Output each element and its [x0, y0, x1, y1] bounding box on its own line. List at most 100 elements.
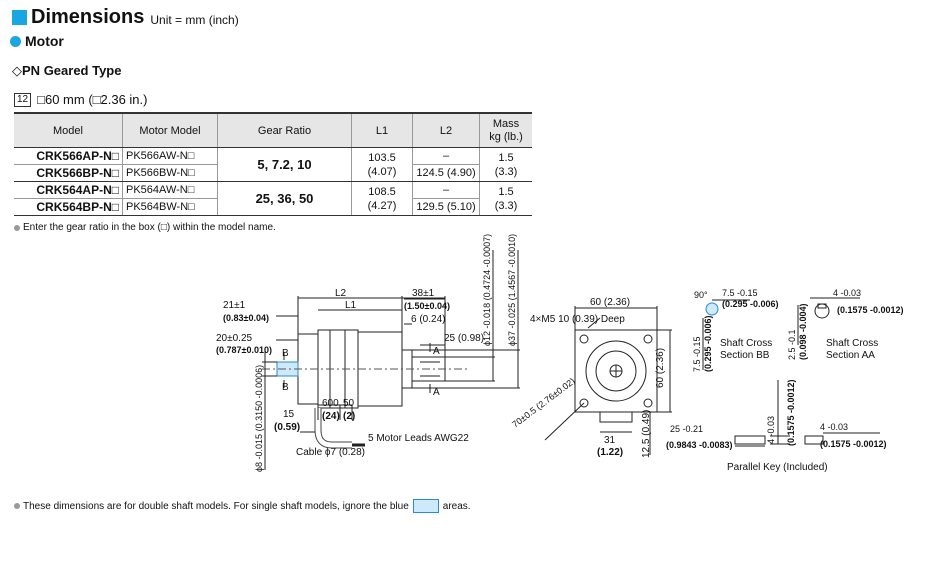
dim-20: 20±0.25	[216, 333, 253, 344]
section-square-icon	[12, 10, 27, 25]
gear-ratio-note-text: Enter the gear ratio in the box (□) with…	[23, 222, 276, 233]
dimensions-header: Dimensions Unit = mm (inch)	[12, 6, 239, 29]
dim-38: 38±1	[412, 288, 435, 299]
dim-31: 31	[604, 435, 616, 446]
table-row: CRK564AP-N□ PK564AW-N□ 25, 36, 50 108.5 …	[14, 181, 532, 216]
double-shaft-note-end: areas.	[442, 500, 471, 512]
model-cell: CRK566BP-N□	[14, 164, 123, 182]
l2-cell: 129.5 (5.10)	[412, 198, 480, 216]
table-row: CRK566AP-N□ PK566AW-N□ 5, 7.2, 10 103.5 …	[14, 147, 532, 182]
bb-width: 7.5 -0.15	[722, 288, 758, 298]
bb-height-in: (0.295 -0.006)	[703, 315, 713, 372]
col-header: Mass kg (lb.)	[479, 112, 532, 148]
table-row: CRK566BP-N□ PK566BW-N□ 124.5 (4.90)	[14, 164, 532, 182]
page-title: Dimensions	[31, 6, 145, 28]
dim-screw: 4×M5 10 (0.39) Deep	[530, 314, 625, 325]
dim-6: 6 (0.24)	[411, 314, 445, 325]
table-row: CRK564BP-N□ PK564BW-N□ 129.5 (5.10)	[14, 198, 532, 216]
motor-model-cell: PK566BW-N□	[122, 164, 218, 182]
col-header: L2	[412, 112, 480, 148]
dim-15: 15	[283, 409, 295, 420]
motor-model-cell: PK564AW-N□	[122, 181, 218, 199]
parallel-key-side	[734, 435, 766, 445]
l2-cell: 124.5 (4.90)	[412, 164, 480, 182]
label-a-top: A	[433, 346, 440, 357]
dim-front-60v: 60 (2.36)	[655, 348, 666, 388]
blue-area-swatch	[412, 499, 439, 513]
aa-width: 4 -0.03	[833, 288, 861, 298]
label-b-top: B	[282, 348, 289, 359]
label-b-bottom: B	[282, 382, 289, 393]
dim-50: 50	[343, 398, 355, 409]
aa-label-1: Shaft Cross	[826, 338, 878, 349]
gear-ratio-note: Enter the gear ratio in the box (□) with…	[14, 222, 276, 233]
cable-label: Cable ϕ7 (0.28)	[296, 447, 365, 458]
mass-cell: 1.5 (3.3)	[479, 147, 532, 182]
model-cell: CRK566AP-N□	[14, 147, 123, 165]
dim-15-in: (0.59)	[274, 422, 300, 433]
motor-model-cell: PK566AW-N□	[122, 147, 218, 165]
aa-height: 2.5 -0.1	[787, 329, 797, 360]
model-cell: CRK564AP-N□	[14, 181, 123, 199]
bb-angle: 90°	[694, 290, 708, 300]
dim-12-5: 12.5 (0.49)	[641, 410, 652, 458]
bullet-dot-icon	[10, 35, 21, 47]
dim-front-70: 70±0.5 (2.76±0.02)	[510, 376, 577, 430]
spec-table: Model Motor Model Gear Ratio L1 L2 Mass …	[14, 112, 532, 216]
col-header: L1	[351, 112, 413, 148]
motor-model-cell: PK564BW-N□	[122, 198, 218, 216]
col-header: Motor Model	[122, 112, 218, 148]
dim-50-in: (2)	[343, 411, 355, 422]
bb-width-in: (0.295 -0.006)	[722, 299, 779, 309]
gear-ratio-cell: 5, 7.2, 10	[217, 147, 352, 182]
key-label: Parallel Key (Included)	[727, 462, 828, 473]
front-pilot-circle	[585, 340, 647, 402]
section-aa-shaft	[814, 303, 830, 319]
label-a-bottom: A	[433, 387, 440, 398]
dim-21: 21±1	[223, 300, 246, 311]
dim-31-in: (1.22)	[597, 447, 623, 458]
bb-label-1: Shaft Cross	[720, 338, 772, 349]
model-cell: CRK564BP-N□	[14, 198, 123, 216]
aa-label-2: Section AA	[826, 350, 875, 361]
section-bb-shaft	[705, 302, 719, 316]
l2-cell: –	[412, 181, 480, 199]
col-header: Gear Ratio	[217, 112, 352, 148]
dim-600: 600	[322, 398, 339, 409]
dim-front-60: 60 (2.36)	[590, 297, 630, 308]
parallel-key-end	[804, 435, 824, 445]
l1-cell: 108.5 (4.27)	[351, 181, 413, 216]
unit-note: Unit = mm (inch)	[150, 13, 239, 27]
l2-cell: –	[412, 147, 480, 165]
dim-25: 25 (0.98)	[444, 333, 484, 344]
col-header: Model	[14, 112, 123, 148]
frame-badge: 12	[14, 92, 32, 107]
dim-20-in: (0.787±0.010)	[216, 345, 272, 355]
bb-label-2: Section BB	[720, 350, 770, 361]
key-length-in: (0.9843 -0.0083)	[666, 440, 733, 450]
type-heading: ◇PN Geared Type	[12, 63, 121, 79]
note-bullet-icon	[14, 224, 20, 231]
bb-height: 7.5 -0.15	[692, 336, 702, 372]
note-bullet-icon	[14, 503, 20, 509]
l1-cell: 103.5 (4.07)	[351, 147, 413, 182]
key-height-in: (0.1575 -0.0012)	[786, 379, 796, 446]
table-header-row: Model Motor Model Gear Ratio L1 L2 Mass …	[14, 112, 532, 148]
dim-21-in: (0.83±0.04)	[223, 313, 269, 323]
leads-label: 5 Motor Leads AWG22	[368, 433, 469, 444]
key-width: 4 -0.03	[820, 422, 848, 432]
key-height: 4 -0.03	[766, 416, 776, 444]
dim-d37: ϕ37 -0.025 (1.4567 -0.0010)	[507, 234, 517, 346]
frame-size-text: □60 mm (□2.36 in.)	[37, 92, 148, 107]
motor-title: Motor	[25, 33, 64, 49]
dim-d12: ϕ12 -0.018 (0.4724 -0.0007)	[482, 234, 492, 346]
dim-38-in: (1.50±0.04)	[404, 301, 450, 311]
aa-width-in: (0.1575 -0.0012)	[837, 305, 904, 315]
gear-ratio-cell: 25, 36, 50	[217, 181, 352, 216]
dim-600-in: (24)	[322, 411, 340, 422]
type-name: Geared Type	[43, 63, 122, 78]
aa-height-in: (0.098 -0.004)	[798, 303, 808, 360]
mass-cell: 1.5 (3.3)	[479, 181, 532, 216]
key-length: 25 -0.21	[670, 424, 703, 434]
